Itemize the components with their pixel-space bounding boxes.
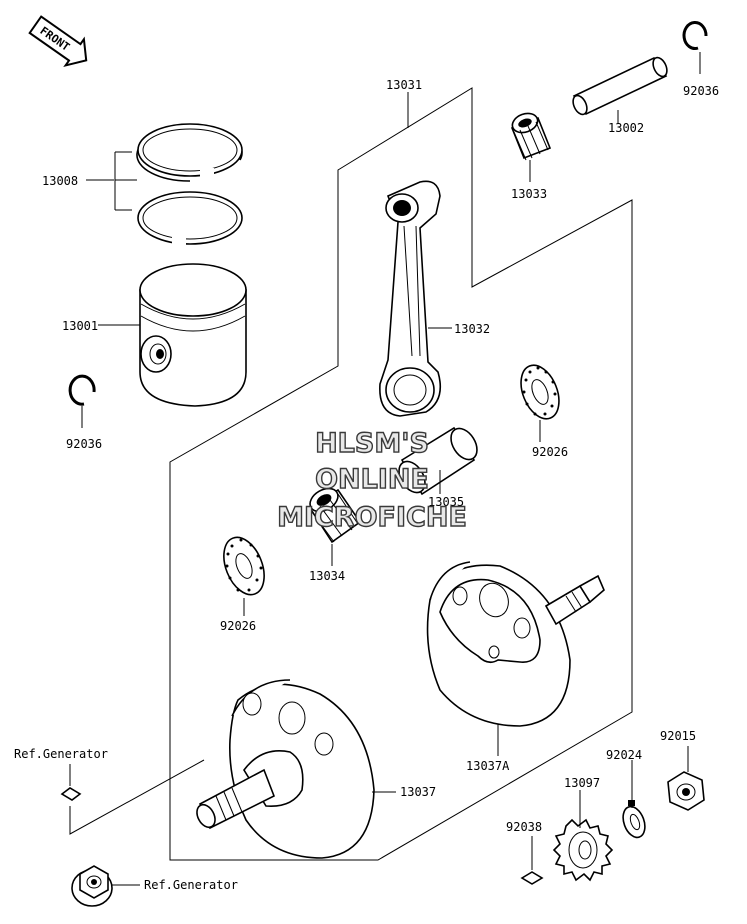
- circlip-right: [682, 21, 708, 50]
- primary-gear: [552, 818, 614, 882]
- label-13001: 13001: [62, 319, 98, 333]
- label-13037A: 13037A: [466, 759, 510, 773]
- big-end-bearing: [308, 487, 362, 544]
- label-13034: 13034: [309, 569, 345, 583]
- label-13033: 13033: [511, 187, 547, 201]
- part-number-labels: 13031 13008 13001 92036 92036 13002 1303…: [14, 78, 719, 892]
- label-92015: 92015: [660, 729, 696, 743]
- watermark-line-2: ONLINE: [315, 464, 429, 495]
- connecting-rod: [379, 180, 442, 417]
- crank-pin: [398, 426, 478, 496]
- label-ref-generator-bottom: Ref.Generator: [144, 878, 238, 892]
- small-end-bearing: [510, 112, 552, 161]
- woodruff-key-right: [520, 871, 544, 885]
- piston-rings: [136, 123, 243, 246]
- label-92038: 92038: [506, 820, 542, 834]
- watermark: HLSM'S ONLINE MICROFICHE: [276, 427, 467, 533]
- label-ref-generator-top: Ref.Generator: [14, 747, 108, 761]
- label-92036-left: 92036: [66, 437, 102, 451]
- watermark-line-1: HLSM'S: [315, 428, 429, 459]
- piston-pin: [572, 56, 668, 116]
- label-92036-right: 92036: [683, 84, 719, 98]
- label-13035: 13035: [428, 495, 464, 509]
- label-13008: 13008: [42, 174, 78, 188]
- thrust-washer-right: [520, 364, 560, 420]
- circlip-left: [68, 374, 96, 406]
- lock-washer: [622, 800, 646, 839]
- front-direction-badge: FRONT: [28, 15, 88, 68]
- label-13097: 13097: [564, 776, 600, 790]
- label-13031: 13031: [386, 78, 422, 92]
- label-13037: 13037: [400, 785, 436, 799]
- flange-nut: [71, 865, 113, 907]
- assembly-outline: [169, 87, 633, 861]
- label-92026-left: 92026: [220, 619, 256, 633]
- piston: [139, 263, 247, 407]
- watermark-line-3: MICROFICHE: [277, 502, 467, 533]
- leader-lines: [69, 92, 689, 886]
- label-13002: 13002: [608, 121, 644, 135]
- label-92024: 92024: [606, 748, 642, 762]
- crankshaft-left-half: [196, 679, 375, 859]
- crankshaft-right-half: [426, 561, 605, 727]
- label-13032: 13032: [454, 322, 490, 336]
- label-92026-right: 92026: [532, 445, 568, 459]
- thrust-washer-left: [223, 536, 265, 596]
- woodruff-key-left: [60, 787, 82, 801]
- nut: [667, 771, 705, 811]
